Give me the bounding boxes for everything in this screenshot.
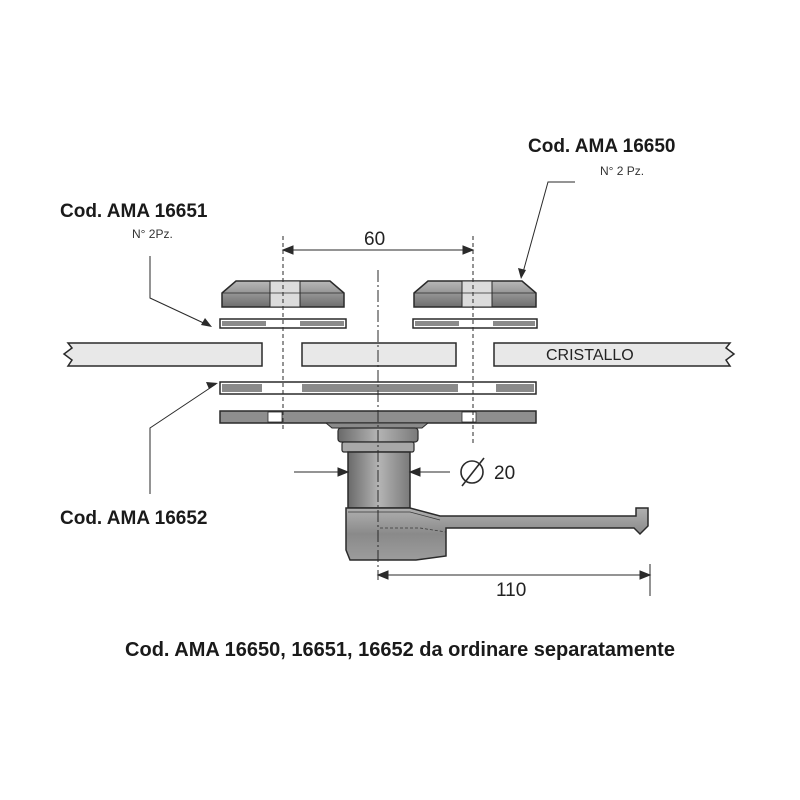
code-16651-label: Cod. AMA 16651 (60, 201, 208, 222)
leader-lines (149, 181, 575, 494)
handle-collar (324, 422, 430, 453)
top-washer-right (412, 318, 538, 329)
qty-16650-label: N° 2 Pz. (600, 164, 644, 178)
code-16652-label: Cod. AMA 16652 (60, 508, 207, 529)
glass-panel (62, 342, 736, 367)
lever-handle (345, 451, 649, 561)
qty-16651-label: N° 2Pz. (132, 227, 173, 241)
dimension-60-label: 60 (364, 229, 385, 250)
diameter-icon (460, 457, 485, 487)
dimension-diameter (294, 467, 450, 477)
dimension-60 (281, 245, 475, 255)
glass-label: CRISTALLO (546, 347, 634, 364)
code-16650-label: Cod. AMA 16650 (528, 136, 675, 157)
footer-note: Cod. AMA 16650, 16651, 16652 da ordinare… (125, 639, 675, 661)
dimension-diameter-label: 20 (494, 463, 515, 484)
top-knob-right (413, 280, 537, 308)
dimension-110 (376, 564, 652, 596)
dimension-110-label: 110 (496, 580, 526, 601)
centre-lines (282, 236, 474, 580)
